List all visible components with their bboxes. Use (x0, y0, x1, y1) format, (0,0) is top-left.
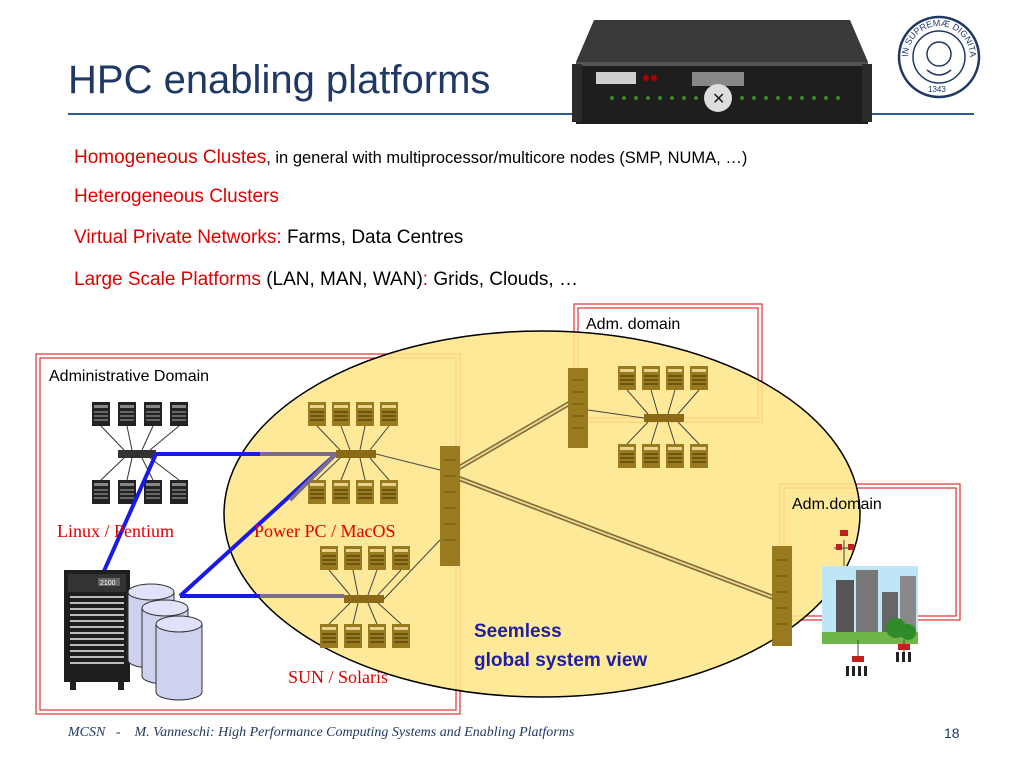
bullet-heterogeneous: Heterogeneous Clusters (74, 186, 279, 208)
city-buildings-icon (822, 566, 918, 644)
sun-cluster (320, 546, 410, 648)
powerpc-macos-label: Power PC / MacOS (254, 521, 396, 541)
bullet-large-scale-term: Large Scale Platforms (74, 269, 261, 290)
network-switch-icon (440, 446, 460, 566)
bullet-vpn: Virtual Private Networks: Farms, Data Ce… (74, 227, 463, 249)
bullet-large-scale: Large Scale Platforms (LAN, MAN, WAN): G… (74, 269, 578, 291)
seamless-line1: Seemless (474, 621, 562, 642)
remote-cluster-top (568, 366, 708, 468)
linux-cluster (92, 402, 188, 504)
bullet-large-scale-desc: (LAN, MAN, WAN) (260, 269, 423, 290)
computer-icon (64, 570, 130, 690)
adm-domain-right-label: Adm.domain (792, 496, 882, 513)
server-model-label: 2100 (100, 580, 116, 587)
bullet-homogeneous-term: Homogeneous Clustes (74, 147, 267, 168)
sun-solaris-label: SUN / Solaris (288, 667, 389, 687)
powerpc-cluster (308, 402, 398, 504)
bullet-heterogeneous-term: Heterogeneous Clusters (74, 186, 279, 207)
bullet-homogeneous: Homogeneous Clustes, in general with mul… (74, 147, 747, 169)
admin-domain-label: Administrative Domain (49, 368, 210, 385)
bullet-homogeneous-desc: , in general with multiprocessor/multico… (266, 149, 748, 167)
adm-domain-top-label: Adm. domain (586, 316, 681, 333)
linux-pentium-label: Linux / Pentium (57, 521, 174, 541)
slide-footer: MCSN - M. Vanneschi: High Performance Co… (68, 725, 575, 740)
seamless-caption: Seemless global system view (474, 617, 647, 675)
bullet-large-scale-examples: Grids, Clouds, … (428, 269, 578, 290)
rack-server-icon: ✕ (572, 20, 872, 124)
svg-text:✕: ✕ (712, 91, 725, 108)
disk-storage-icon (127, 583, 203, 701)
svg-text:1343: 1343 (928, 85, 946, 94)
slide-title: HPC enabling platforms (68, 58, 491, 102)
bullet-large-scale-colon: : (422, 269, 429, 290)
university-seal-icon: IN SUPREMÆ DIGNITATIS 1343 (896, 14, 981, 99)
seamless-line2: global system view (474, 650, 648, 671)
bullet-vpn-term: Virtual Private Networks: (74, 227, 282, 248)
title-rule (68, 113, 974, 115)
bullet-vpn-desc: Farms, Data Centres (281, 227, 464, 248)
page-number: 18 (944, 725, 960, 741)
